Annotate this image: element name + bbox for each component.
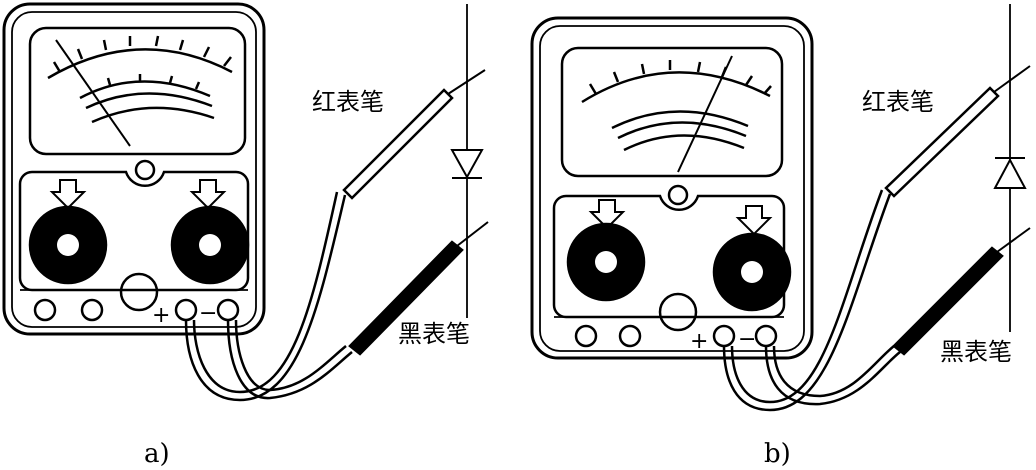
diode-symbol xyxy=(993,4,1027,332)
diode-symbol xyxy=(450,4,484,318)
socket-plus[interactable] xyxy=(174,298,198,322)
dial-scale xyxy=(47,35,233,124)
panel-b-black-probe-label: 黑表笔 xyxy=(940,338,1012,366)
needle xyxy=(55,39,131,147)
panel-b-plus-sign: + xyxy=(690,329,708,354)
ohm-adjust-knob[interactable] xyxy=(119,272,159,312)
red-lead-wire xyxy=(722,193,892,412)
dial-window xyxy=(28,26,247,156)
selector-arrow-right xyxy=(189,179,227,210)
panel-a-plus-sign: + xyxy=(152,303,170,328)
panel-b-red-probe-label: 红表笔 xyxy=(862,88,934,116)
selector-arrow-left xyxy=(49,179,87,210)
black-probe[interactable] xyxy=(348,221,489,356)
meter-body-outer xyxy=(2,2,266,336)
meter-body-inner xyxy=(11,11,257,328)
red-lead-wire xyxy=(184,194,347,402)
panel-b-caption: b) xyxy=(764,439,791,469)
meter-body-outer xyxy=(530,16,814,360)
socket-2[interactable] xyxy=(618,324,642,348)
zero-adjust-screw xyxy=(134,159,156,181)
black-probe[interactable] xyxy=(892,227,1031,356)
control-panel xyxy=(18,170,250,292)
panel-a-black-probe-label: 黑表笔 xyxy=(398,320,470,348)
red-probe[interactable] xyxy=(884,65,1031,198)
panel-b xyxy=(530,4,1031,412)
dial-window xyxy=(560,46,784,178)
ohm-adjust-knob[interactable] xyxy=(658,292,698,332)
socket-minus[interactable] xyxy=(216,298,240,322)
socket-1[interactable] xyxy=(33,298,57,322)
zero-adjust-screw xyxy=(667,184,689,206)
needle xyxy=(677,55,733,173)
selector-arrow-left xyxy=(588,199,626,230)
panel-a-caption: a) xyxy=(144,439,170,469)
socket-2[interactable] xyxy=(80,298,104,322)
socket-plus[interactable] xyxy=(712,324,736,348)
meter-body-inner xyxy=(539,25,805,352)
socket-minus[interactable] xyxy=(754,324,778,348)
black-lead-wire xyxy=(764,345,901,406)
dial-scale xyxy=(581,60,772,152)
panel-a-red-probe-label: 红表笔 xyxy=(312,88,384,116)
black-lead-wire xyxy=(226,319,353,400)
socket-1[interactable] xyxy=(574,324,598,348)
selector-arrow-right xyxy=(735,205,773,236)
panel-a-minus-sign: − xyxy=(199,301,217,326)
panel-b-minus-sign: − xyxy=(738,327,756,352)
panel-a xyxy=(2,2,489,402)
control-panel xyxy=(552,194,786,319)
